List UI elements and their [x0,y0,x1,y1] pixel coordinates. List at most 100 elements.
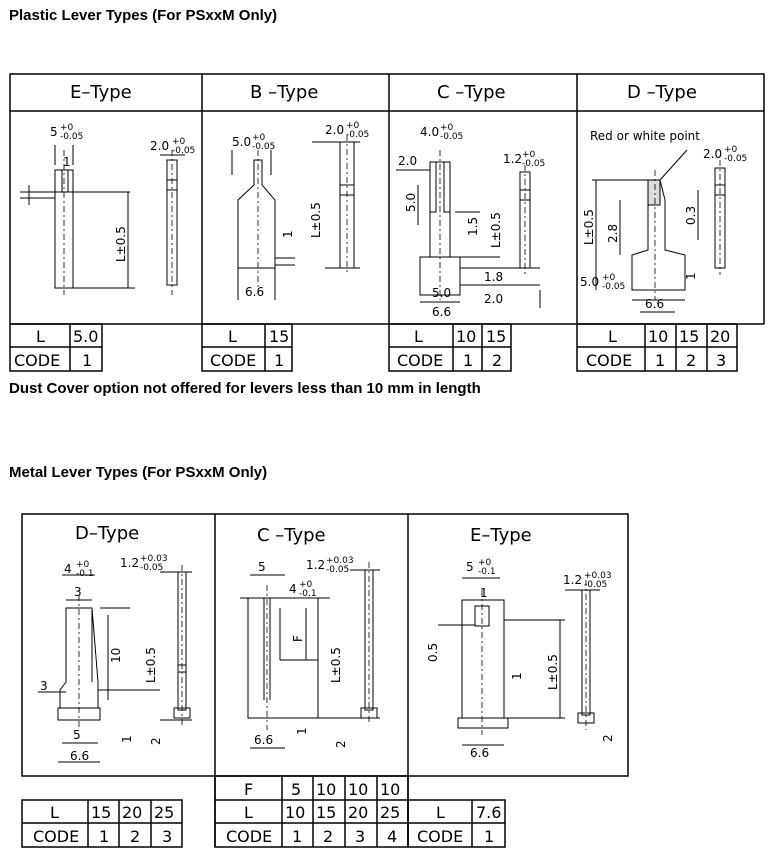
metal-c-L-label: L [244,803,253,822]
metal-d-width-tol-lower: -0.1 [76,569,94,579]
metal-c-thickness: 1.2 [306,558,325,572]
metal-c-L-value-2: 15 [316,803,336,822]
metal-d-dim-1: 1 [120,735,134,743]
metal-d-thickness-tol-lower: -0.05 [140,563,163,573]
plastic-b-type-drawing [231,135,360,300]
plastic-e-thickness-tol-upper: +0 [172,137,186,147]
metal-d-dim-5: 5 [73,728,81,742]
plastic-c-width-tol-upper: +0 [440,123,454,133]
plastic-b-type-title: B –Type [250,82,318,103]
plastic-c-type-drawing [396,150,541,308]
plastic-e-L-label: L [36,327,45,346]
plastic-c-L-value-2: 15 [486,327,506,346]
metal-d-L-value-1: 15 [91,803,111,822]
plastic-c-dim-1-8: 1.8 [484,270,503,284]
metal-e-L-label: L [436,803,445,822]
metal-d-type-title: D–Type [75,523,139,544]
metal-c-F: F [291,635,305,642]
plastic-c-code-value-2: 2 [492,351,502,370]
metal-c-code-value-1: 1 [292,827,302,846]
plastic-d-base-width: 6.6 [645,297,664,311]
metal-d-base-width: 6.6 [70,749,89,763]
plastic-b-code-value: 1 [274,351,284,370]
plastic-e-type-title: E–Type [70,82,132,103]
plastic-b-code-label: CODE [210,351,256,370]
metal-c-type-drawing [240,562,380,749]
plastic-c-base-width: 6.6 [432,305,451,319]
metal-c-F-label: F [244,780,253,799]
metal-e-table [407,799,506,848]
plastic-d-table [576,323,738,372]
metal-d-thickness-tol-upper: +0.03 [140,554,168,564]
metal-e-base-width: 6.6 [470,746,489,760]
metal-c-width-tol-lower: -0.1 [299,589,317,599]
metal-c-code-value-3: 3 [355,827,365,846]
plastic-d-length: L±0.5 [582,209,596,245]
plastic-e-width-tol-lower: -0.05 [60,132,83,142]
plastic-c-thickness-tol-upper: +0 [522,150,536,160]
plastic-d-type-drawing [592,149,726,313]
metal-e-type-title: E–Type [470,525,532,546]
metal-c-length: L±0.5 [329,647,343,683]
plastic-d-L-value-1: 10 [648,327,668,346]
plastic-b-L-label: L [228,327,237,346]
metal-c-L-value-1: 10 [285,803,305,822]
plastic-b-length: L±0.5 [309,202,323,238]
metal-c-dim-1: 1 [295,727,309,735]
plastic-c-type-title: C –Type [437,82,506,103]
metal-e-width: 5 [466,560,474,574]
plastic-d-code-label: CODE [586,351,632,370]
metal-c-type-title: C –Type [257,525,326,546]
metal-d-dim-3-side: 3 [40,679,48,693]
plastic-d-note: Red or white point [590,129,700,143]
plastic-c-width-tol-lower: -0.05 [440,132,463,142]
metal-c-L-value-4: 25 [380,803,400,822]
plastic-d-L-label: L [608,327,617,346]
metal-d-width-tol-upper: +0 [76,560,90,570]
metal-d-L-label: L [50,803,59,822]
plastic-b-dim-1: 1 [281,230,295,238]
plastic-d-type-title: D –Type [627,82,697,103]
metal-c-width-tol-upper: +0 [299,580,313,590]
metal-c-F-value-4: 10 [380,780,400,799]
plastic-c-code-value-1: 1 [463,351,473,370]
plastic-d-L-value-2: 15 [679,327,699,346]
metal-e-thickness: 1.2 [563,573,582,587]
metal-d-height-10: 10 [109,648,123,663]
plastic-c-width: 4.0 [420,125,439,139]
plastic-d-height-0-3: 0.3 [684,206,698,225]
metal-d-L-value-2: 20 [122,803,142,822]
plastic-e-type-drawing [20,145,185,295]
metal-e-dim-1-top: 1 [480,586,488,600]
metal-d-width: 4 [64,562,72,576]
plastic-e-code-value: 1 [82,351,92,370]
metal-d-table [21,799,183,848]
plastic-e-dim-1: 1 [63,155,71,169]
plastic-c-table [388,323,512,372]
metal-e-code-value: 1 [484,827,494,846]
plastic-b-thickness-tol-lower: -0.05 [346,130,369,140]
metal-e-width-tol-upper: +0 [478,558,492,568]
metal-d-dim-3-top: 3 [74,585,82,599]
metal-e-dim-0-5: 0.5 [426,643,440,662]
plastic-c-length: L±0.5 [489,212,503,248]
plastic-b-thickness-tol-upper: +0 [346,121,360,131]
plastic-d-width-tol-lower: -0.05 [602,282,625,292]
plastic-e-code-label: CODE [14,351,60,370]
plastic-d-code-value-2: 2 [686,351,696,370]
plastic-d-height-2-8: 2.8 [606,224,620,243]
plastic-b-width-tol-lower: -0.05 [252,142,275,152]
plastic-e-width-tol-upper: +0 [60,123,74,133]
plastic-lever-heading: Plastic Lever Types (For PSxxM Only) [9,7,278,24]
plastic-b-width-tol-upper: +0 [252,133,266,143]
plastic-e-length: L±0.5 [114,226,128,262]
plastic-c-L-value-1: 10 [456,327,476,346]
metal-d-code-value-1: 1 [99,827,109,846]
metal-d-dim-2: 2 [149,737,163,745]
metal-c-F-value-1: 5 [291,780,301,799]
plastic-c-code-label: CODE [397,351,443,370]
metal-d-code-value-2: 2 [130,827,140,846]
metal-c-base-width: 6.6 [254,733,273,747]
plastic-c-thickness: 1.2 [503,152,522,166]
plastic-c-dim-2-0: 2.0 [484,292,503,306]
